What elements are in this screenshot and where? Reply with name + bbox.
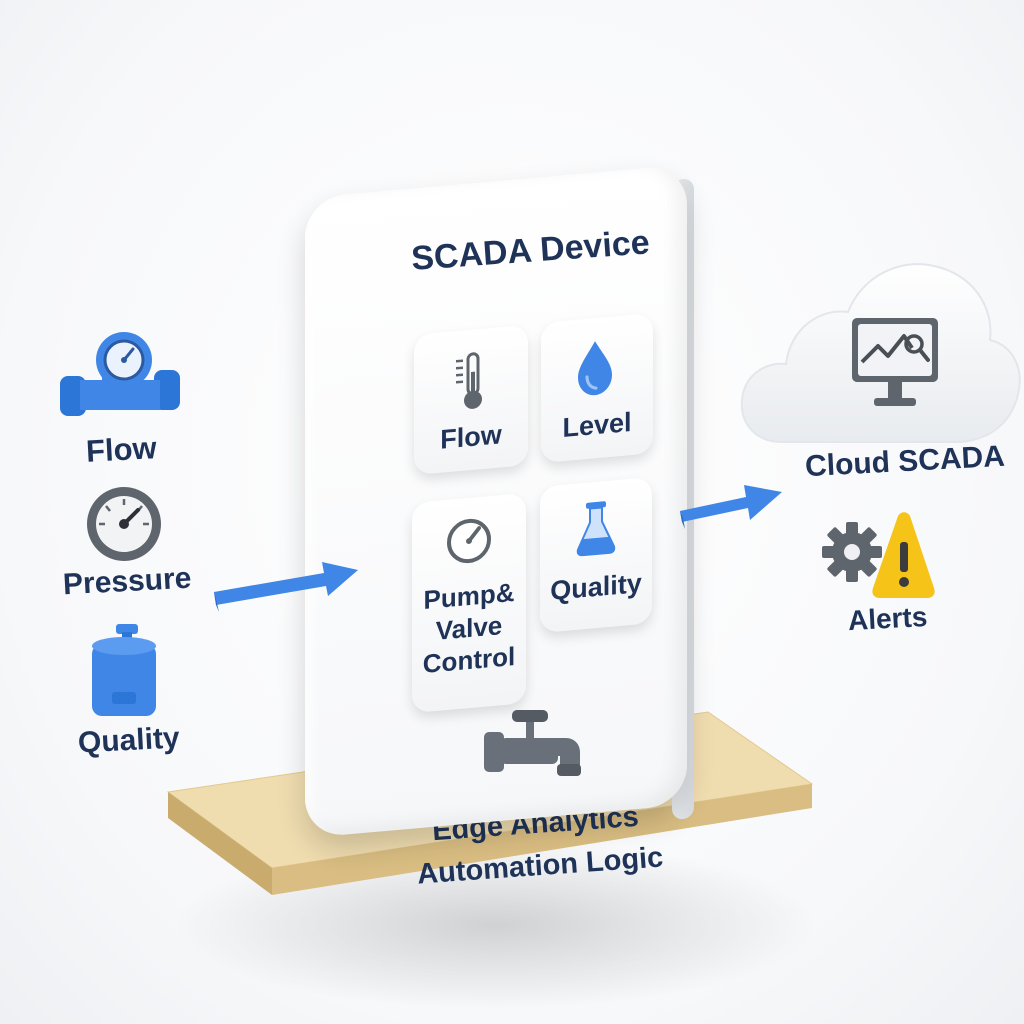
output-arrow (680, 485, 782, 529)
pressure-gauge-icon (87, 487, 161, 561)
alerts-label: Alerts (847, 600, 929, 637)
input-arrow (214, 562, 358, 612)
faucet-icon (484, 710, 581, 776)
flask-icon (576, 501, 616, 557)
input-pressure-label: Pressure (62, 561, 193, 602)
tile-quality[interactable]: Quality (540, 477, 652, 633)
monitor-icon (852, 318, 938, 406)
gauge-icon (447, 518, 491, 564)
water-drop-icon (578, 341, 612, 396)
cloud-monitor-icon (740, 263, 1021, 443)
tile-pump-valve-control[interactable]: Pump& Valve Control (412, 493, 526, 713)
gear-icon (822, 522, 882, 582)
input-flow-label: Flow (85, 430, 158, 469)
warning-icon (872, 512, 935, 598)
quality-sensor-icon (92, 624, 156, 716)
gear-warning-icon (822, 512, 935, 598)
thermometer-icon (456, 352, 482, 409)
input-quality-label: Quality (77, 721, 181, 760)
tile-level[interactable]: Level (541, 313, 653, 463)
tile-flow[interactable]: Flow (414, 325, 528, 475)
flow-meter-icon (60, 332, 180, 416)
